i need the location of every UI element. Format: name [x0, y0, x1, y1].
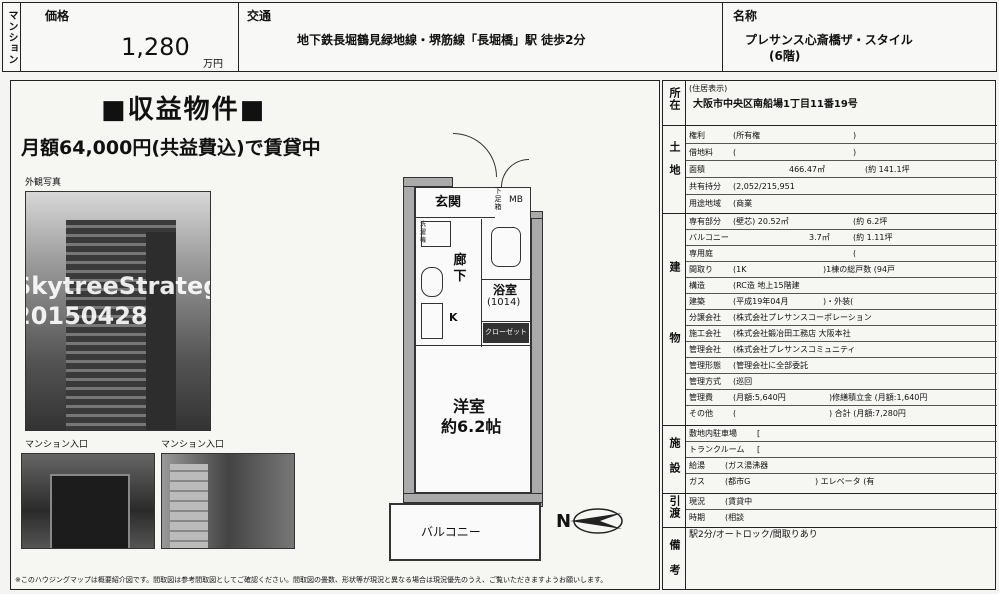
building-row-2: 専用庭( — [689, 248, 857, 258]
name-floor: (6階) — [769, 49, 801, 63]
k-label: K — [449, 311, 458, 324]
building-row-6: 分譲会社(株式会社プレサンスコーポレーション — [689, 312, 872, 322]
bath-label: 浴室 — [493, 283, 518, 297]
shisetsu-label: 施設 — [668, 437, 681, 487]
left-panel: ■収益物件■ 月額64,000円(共益費込)で賃貸中 外観写真 SkytreeS… — [10, 80, 660, 590]
building-row-10: 管理方式(巡回 — [689, 376, 753, 386]
compass-icon — [570, 508, 623, 534]
watermark-2: 20150428 — [25, 302, 148, 330]
exterior-label: 外観写真 — [25, 178, 62, 188]
room-label: 洋室 — [453, 397, 486, 416]
price-cell: 価格 1,280 万円 — [21, 3, 239, 71]
building-row-3: 間取り(1K)1棟の総戸数 (94戸 — [689, 264, 896, 274]
building-row-5: 建築(平成19年04月)・外装( — [689, 296, 854, 306]
facility-row-2: 給湯(ガス湯沸器 — [689, 460, 769, 470]
balcony-label: バルコニー — [421, 525, 481, 539]
stove — [421, 303, 443, 339]
entrance-label-1: マンション入口 — [25, 440, 89, 450]
north-label: N — [556, 511, 572, 532]
transport-cell: 交通 地下鉄長堀鶴見緑地線・堺筋線「長堀橋」駅 徒歩2分 — [239, 3, 723, 71]
shozai-label: 所在 — [668, 87, 681, 111]
rent-text: 月額64,000円(共益費込)で賃貸中 — [21, 137, 321, 159]
land-row-4: 用途地域(商業 — [689, 198, 753, 208]
balcony-area — [389, 503, 541, 561]
building-row-8: 管理会社(株式会社プレサンスコミュニティ — [689, 344, 856, 354]
facility-table: 敷地内駐車場[ トランクルーム[ 給湯(ガス湯沸器 ガス(都市G) エレベータ … — [686, 425, 997, 493]
address-title: (住居表示) — [689, 84, 728, 93]
header-bar: マンション 価格 1,280 万円 交通 地下鉄長堀鶴見緑地線・堺筋線「長堀橋」… — [2, 2, 997, 72]
building-row-9: 管理形態(管理会社に全部委託 — [689, 360, 809, 370]
listing-title: ■収益物件■ — [101, 95, 267, 125]
transport-label: 交通 — [247, 9, 272, 23]
toilet — [491, 227, 521, 267]
right-panel: 所在 (住居表示) 大阪市中央区南船場1丁目11番19号 土地 権利(所有権) … — [662, 80, 997, 590]
footer-note: ※このハウジングマップは概要紹介図です。間取図は参考間取図としてご確認ください。… — [15, 576, 608, 584]
building-side — [146, 232, 176, 430]
facility-row-0: 敷地内駐車場[ — [689, 428, 761, 438]
closet-label: クローゼット — [485, 328, 527, 336]
laundry-pan — [421, 221, 451, 247]
land-row-1: 借地料() — [689, 147, 857, 157]
handover-row-1: 時期(相談 — [689, 512, 745, 522]
entrance-photo-1 — [21, 453, 155, 549]
rouka-label: 廊下 — [453, 253, 467, 284]
name-value: プレサンス心斎橋ザ・スタイル — [745, 33, 913, 47]
building-row-0: 専有部分(壁芯) 20.52㎡(約 6.2坪 — [689, 216, 888, 226]
shoes-label: 下足箱 — [494, 187, 502, 211]
hikiwatashi-label: 引渡 — [668, 495, 681, 519]
facility-row-1: トランクルーム[ — [689, 444, 761, 454]
tochi-label: 土地 — [668, 141, 681, 187]
building-row-12: その他() 合計 (月額:7,280円 — [689, 408, 906, 418]
name-cell: 名称 プレサンス心斎橋ザ・スタイル (6階) — [723, 3, 996, 71]
land-row-3: 共有持分(2,052/215,951 — [689, 181, 795, 191]
name-label: 名称 — [733, 9, 758, 23]
genkan-label: 玄関 — [435, 195, 462, 210]
closet-box — [483, 323, 529, 343]
transport-value: 地下鉄長堀鶴見緑地線・堺筋線「長堀橋」駅 徒歩2分 — [297, 33, 586, 47]
bath-size: (1014) — [487, 297, 521, 308]
exterior-photo: SkytreeStrategy 20150428 — [25, 191, 211, 431]
entrance-label-2: マンション入口 — [161, 440, 225, 450]
sink — [421, 267, 443, 297]
building-row-11: 管理費(月額:5,640円)修繕積立金 (月額:1,640円 — [689, 392, 928, 402]
price-unit: 万円 — [203, 59, 223, 70]
building-row-4: 構造(RC造 地上15階建 — [689, 280, 800, 290]
address: 大阪市中央区南船場1丁目11番19号 — [693, 99, 858, 110]
mb-label: MB — [509, 195, 523, 205]
handover-row-0: 現況(賃貸中 — [689, 496, 753, 506]
room-size: 約6.2帖 — [441, 417, 502, 436]
price-value: 1,280 — [121, 33, 190, 61]
entrance-photo-2 — [161, 453, 295, 549]
side-label: マンション — [3, 3, 21, 71]
north-arrow: N — [556, 501, 626, 541]
price-label: 価格 — [45, 9, 70, 23]
handover-table: 現況(賃貸中 時期(相談 — [686, 493, 997, 527]
remarks: 駅2分/オートロック/間取りあり — [689, 530, 818, 540]
floor-plan: 玄関 下足箱 MB 洗濯機 廊下 K 浴室 (1014) クローゼット 洋室 約… — [381, 133, 561, 572]
facility-row-3: ガス(都市G) エレベータ (有 — [689, 476, 875, 486]
biko-label: 備考 — [668, 539, 681, 589]
land-row-0: 権利(所有権) — [689, 130, 857, 140]
watermark-1: SkytreeStrategy — [26, 272, 210, 300]
building-row-7: 施工会社(株式会社鍛冶田工務店 大阪本社 — [689, 328, 851, 338]
tatemono-label: 建物 — [668, 261, 681, 403]
laundry-label: 洗濯機 — [419, 221, 426, 244]
